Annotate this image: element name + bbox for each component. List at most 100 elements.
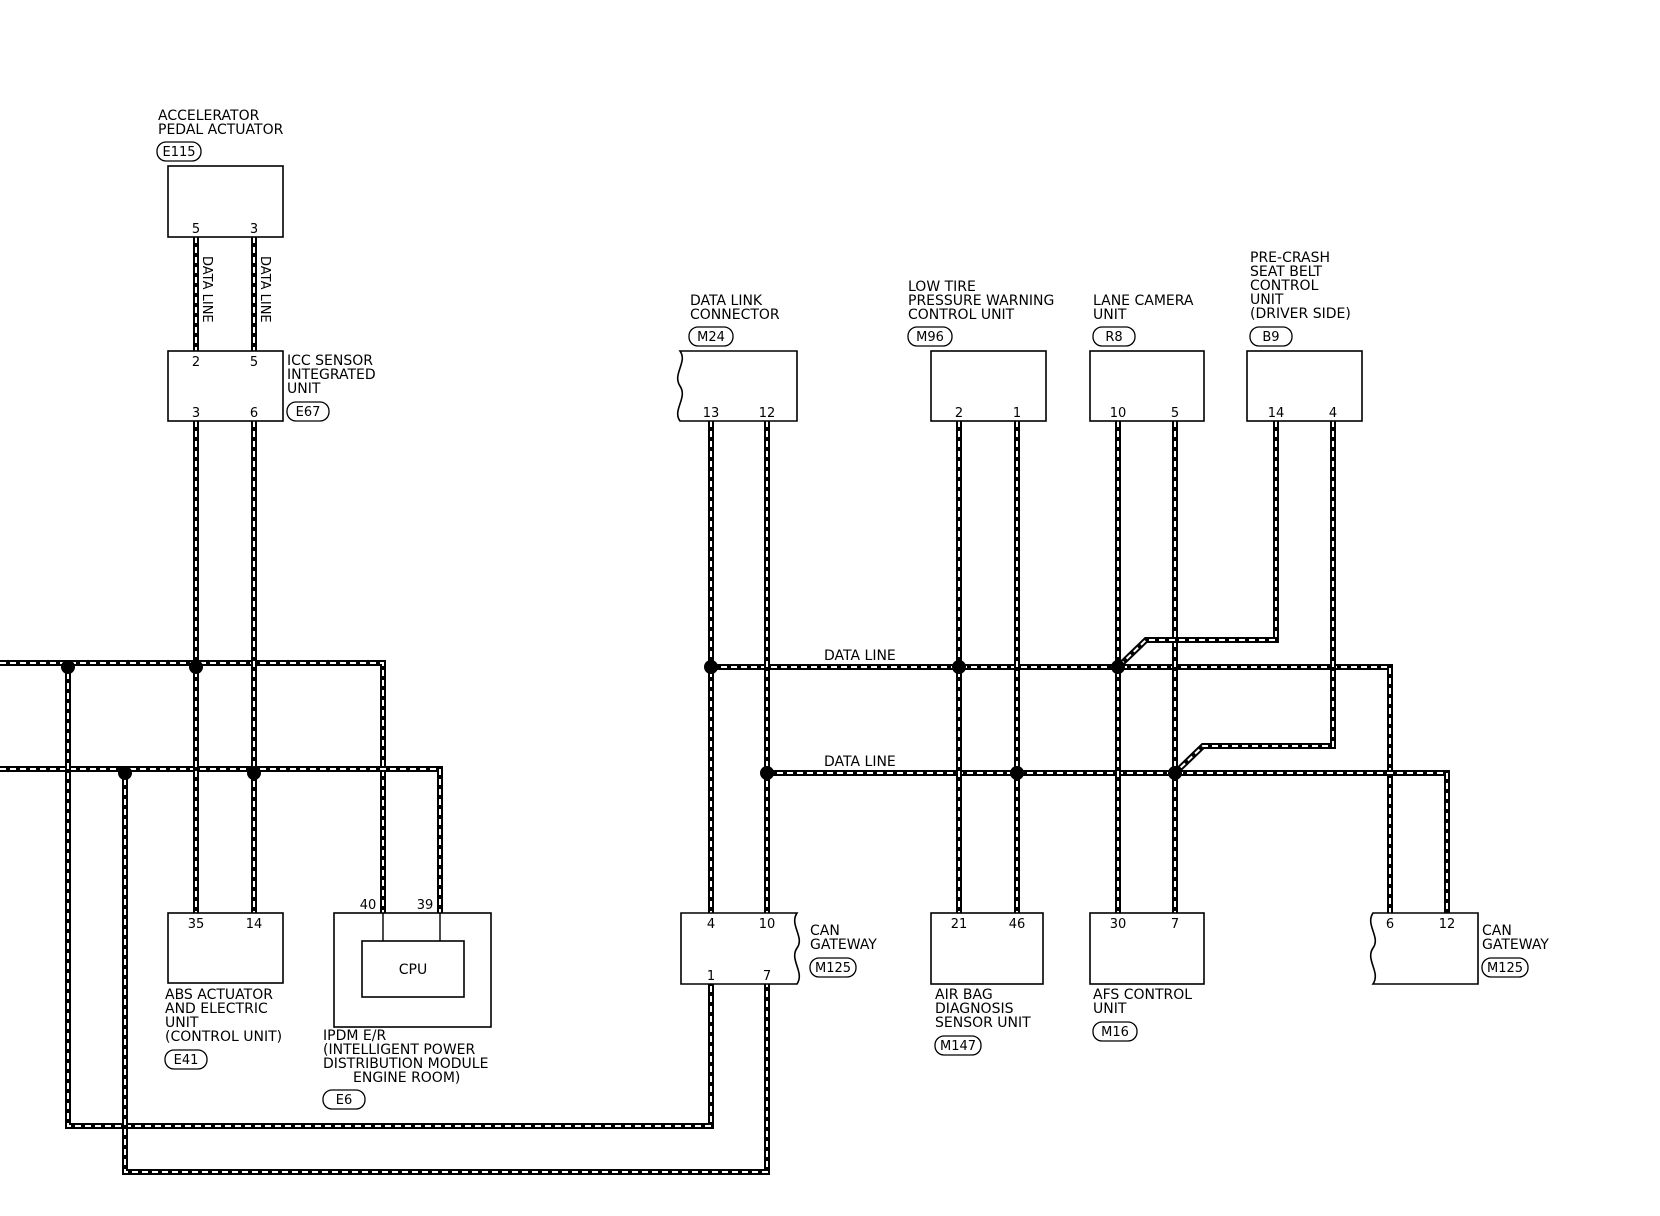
component-label: AND ELECTRIC (165, 1001, 268, 1017)
accelerator-pedal-actuator: ACCELERATOR PEDAL ACTUATOR E115 5 3 (156, 108, 284, 238)
component-box (930, 912, 1044, 985)
pin-number: 1 (1013, 406, 1021, 421)
air-bag-diagnosis-sensor-unit: 21 46 AIR BAG DIAGNOSIS SENSOR UNIT M147 (930, 912, 1044, 1056)
wire-labels: DATA LINE DATA LINE DATA LINE DATA LINE (199, 256, 896, 770)
vertical-data-line-label: DATA LINE (199, 256, 214, 323)
pin-number: 13 (703, 406, 720, 421)
component-label: UNIT (287, 381, 321, 397)
connector-id: E67 (296, 405, 321, 420)
component-label: CONNECTOR (690, 307, 780, 323)
pin-number: 7 (763, 969, 771, 984)
can-gateway-right: 6 12 CAN GATEWAY M125 (1369, 912, 1549, 985)
ipdm-er-unit: CPU 40 39 IPDM E/R (INTELLIGENT POWER DI… (322, 898, 492, 1110)
pin-number: 12 (759, 406, 776, 421)
component-box (1246, 350, 1363, 422)
pin-number: 3 (250, 222, 258, 237)
splice-dots (61, 660, 1182, 780)
connector-id: M16 (1101, 1025, 1129, 1040)
component-box (676, 350, 798, 422)
component-label: GATEWAY (1482, 937, 1549, 953)
pin-number: 10 (759, 917, 776, 932)
splice-dot (1168, 766, 1182, 780)
wire-precrash-14 (1115, 421, 1279, 670)
pin-number: 10 (1110, 406, 1127, 421)
component-label: UNIT (1093, 307, 1127, 323)
pin-number: 46 (1009, 917, 1026, 932)
component-label: DISTRIBUTION MODULE (323, 1056, 488, 1072)
wire-precrash-4 (1172, 421, 1336, 776)
wire-upper-bus-right (711, 664, 1393, 913)
wire-lower-bus-left (0, 766, 443, 913)
splice-dot (952, 660, 966, 674)
component-box (167, 165, 284, 238)
pin-number: 6 (1386, 917, 1394, 932)
splice-dot (247, 766, 261, 780)
splice-dot (760, 766, 774, 780)
connector-id: E115 (162, 145, 195, 160)
pin-number: 3 (192, 406, 200, 421)
component-label: INTEGRATED (287, 367, 376, 383)
component-label: DIAGNOSIS (935, 1001, 1014, 1017)
pin-number: 21 (951, 917, 968, 932)
component-box (167, 912, 284, 984)
component-label: (INTELLIGENT POWER (323, 1042, 476, 1058)
component-box (680, 912, 801, 985)
wire-lower-bus-right (767, 770, 1450, 913)
pin-number: 39 (417, 898, 434, 913)
connector-badge (1481, 957, 1529, 978)
connector-badge (809, 957, 857, 978)
wire-loop-inner (122, 769, 770, 1175)
data-link-connector: DATA LINK CONNECTOR M24 13 12 (676, 293, 798, 422)
pin-number: 2 (192, 355, 200, 370)
pin-number: 35 (188, 917, 205, 932)
component-label: LOW TIRE (908, 279, 976, 295)
component-label: CAN (1482, 923, 1512, 939)
component-box (1089, 350, 1205, 422)
component-box (1089, 912, 1205, 985)
low-tire-pressure-warning-unit: LOW TIRE PRESSURE WARNING CONTROL UNIT M… (907, 279, 1054, 422)
splice-dot (1111, 660, 1125, 674)
pin-number: 4 (1329, 406, 1337, 421)
component-label: UNIT (1093, 1001, 1127, 1017)
connector-id: R8 (1105, 330, 1122, 345)
splice-dot (61, 660, 75, 674)
lane-camera-unit: LANE CAMERA UNIT R8 10 5 (1089, 293, 1205, 422)
pin-number: 12 (1439, 917, 1456, 932)
connector-badge (1092, 1021, 1138, 1042)
component-label: ENGINE ROOM) (353, 1070, 460, 1086)
component-label: IPDM E/R (323, 1028, 386, 1044)
connector-badge (1249, 326, 1293, 347)
cpu-box (361, 940, 465, 998)
bus-lower-label: DATA LINE (824, 754, 896, 770)
component-label: AIR BAG (935, 987, 993, 1003)
component-label: GATEWAY (810, 937, 877, 953)
component-box (1369, 912, 1479, 985)
pin-number: 5 (192, 222, 200, 237)
connector-id: M125 (1487, 961, 1523, 976)
splice-dot (1010, 766, 1024, 780)
pin-number: 40 (360, 898, 377, 913)
connector-badge (1092, 326, 1136, 347)
connector-badge (934, 1035, 982, 1056)
connector-id: B9 (1262, 330, 1279, 345)
connector-badge (156, 141, 202, 162)
splice-dot (704, 660, 718, 674)
component-box (930, 350, 1047, 422)
pin-number: 30 (1110, 917, 1127, 932)
connector-id: E6 (336, 1093, 353, 1108)
component-label: (CONTROL UNIT) (165, 1029, 282, 1045)
pin-number: 1 (707, 969, 715, 984)
connector-id: M96 (916, 330, 944, 345)
component-label: ICC SENSOR (287, 353, 373, 369)
connector-badge (164, 1049, 208, 1070)
bus-upper-label: DATA LINE (824, 648, 896, 664)
connector-id: M125 (815, 961, 851, 976)
connector-badge (322, 1089, 366, 1110)
component-label: AFS CONTROL (1093, 987, 1192, 1003)
pin-number: 7 (1171, 917, 1179, 932)
pin-number: 6 (250, 406, 258, 421)
abs-actuator-unit: 35 14 ABS ACTUATOR AND ELECTRIC UNIT (CO… (164, 912, 284, 1070)
component-box (167, 350, 284, 422)
component-label: ABS ACTUATOR (165, 987, 273, 1003)
connector-id: M147 (940, 1039, 976, 1054)
